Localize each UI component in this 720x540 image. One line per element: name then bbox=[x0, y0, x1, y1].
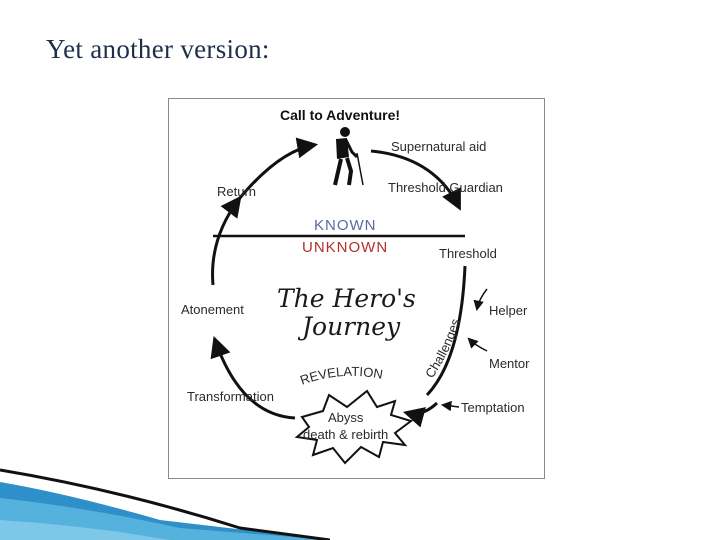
arc-bottom-right bbox=[402, 401, 439, 428]
diagram-title-line1: The Hero's bbox=[277, 284, 416, 313]
heros-journey-diagram: Call to Adventure! Supernatural aid Thre… bbox=[168, 98, 545, 479]
threshold-guardian-label: Threshold Guardian bbox=[388, 180, 503, 195]
revelation-label: REVELATION bbox=[298, 364, 384, 388]
transformation-label: Transformation bbox=[187, 389, 274, 404]
helper-label: Helper bbox=[489, 303, 528, 318]
diagram-title-line2: Journey bbox=[297, 312, 401, 341]
unknown-label: UNKNOWN bbox=[302, 239, 388, 256]
arc-top-left bbox=[237, 137, 319, 200]
temptation-arrow bbox=[440, 400, 460, 412]
arc-bottom-left bbox=[210, 336, 296, 420]
abyss-starburst bbox=[294, 389, 414, 465]
mentor-arrow bbox=[467, 337, 488, 352]
atonement-label: Atonement bbox=[181, 302, 244, 317]
abyss-label: Abyss bbox=[328, 410, 364, 425]
diagram-canvas: Call to Adventure! Supernatural aid Thre… bbox=[181, 107, 530, 465]
helper-arrow bbox=[473, 288, 488, 312]
death-rebirth-label: death & rebirth bbox=[303, 427, 388, 442]
call-to-adventure-label: Call to Adventure! bbox=[280, 107, 400, 123]
known-label: KNOWN bbox=[314, 217, 377, 234]
arc-right-lower bbox=[425, 265, 467, 397]
hiker-icon bbox=[333, 127, 364, 186]
mentor-label: Mentor bbox=[489, 356, 530, 371]
arc-left-upper bbox=[211, 195, 242, 286]
supernatural-aid-label: Supernatural aid bbox=[391, 139, 486, 154]
corner-decoration bbox=[0, 468, 330, 540]
return-label: Return bbox=[217, 184, 256, 199]
slide-title: Yet another version: bbox=[46, 34, 270, 64]
temptation-label: Temptation bbox=[461, 400, 525, 415]
arc-top-right bbox=[370, 149, 461, 211]
threshold-label: Threshold bbox=[439, 246, 497, 261]
